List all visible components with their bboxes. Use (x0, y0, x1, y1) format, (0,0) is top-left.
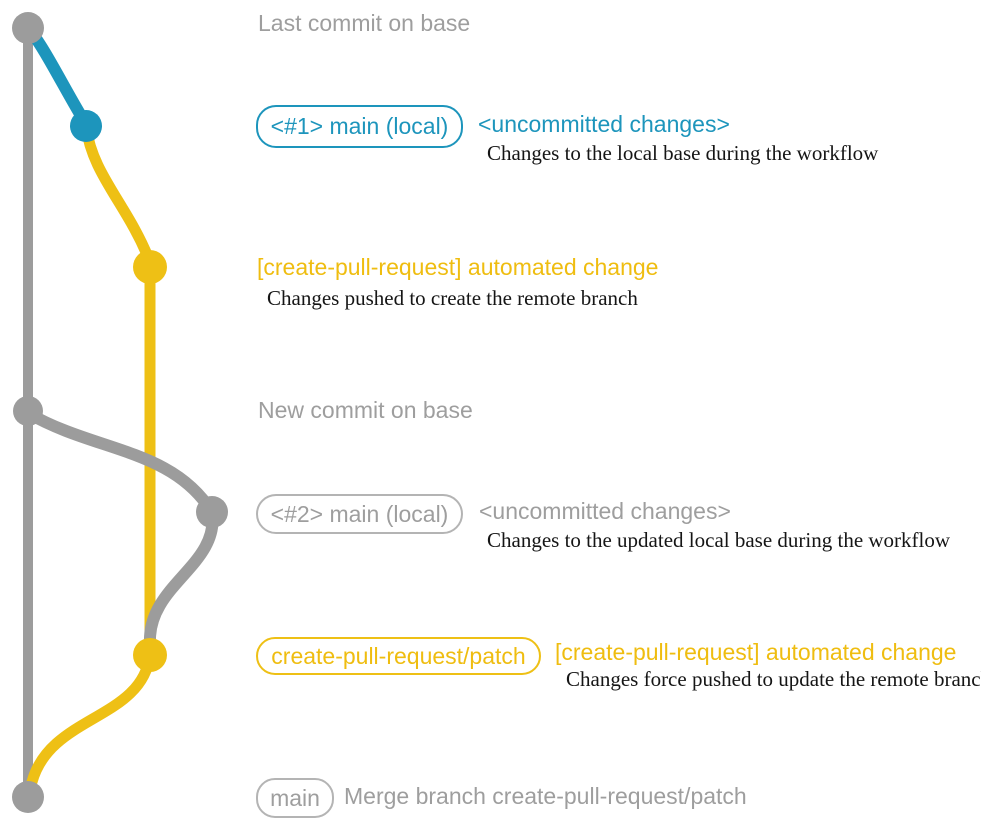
patch-branch-curve-top (80, 120, 156, 268)
commit-dot-last-base (12, 12, 44, 44)
branch-badge-main-local-2: <#2> main (local) (256, 494, 463, 534)
branch-badge-label: <#1> main (local) (270, 113, 449, 139)
branch-badge-patch: create-pull-request/patch (256, 637, 541, 675)
force-pushed-note: Changes force pushed to update the remot… (566, 667, 981, 691)
local-base-note-2: Changes to the updated local base during… (487, 528, 951, 552)
branch-badge-label: main (270, 784, 320, 811)
branch-badge-main-merge: main (256, 778, 334, 818)
branch-badge-label: <#2> main (local) (270, 500, 449, 527)
commit-dot-merge (12, 781, 44, 813)
local-base-note-1: Changes to the local base during the wor… (487, 141, 879, 165)
last-commit-title: Last commit on base (258, 10, 471, 36)
branch-badge-label: create-pull-request/patch (271, 642, 526, 669)
uncommitted-changes-status-1: <uncommitted changes> (478, 111, 730, 137)
merge-branch-label: Merge branch create-pull-request/patch (344, 783, 747, 809)
patch-merge-curve (26, 649, 156, 788)
local-changes-curve (22, 22, 92, 130)
commit-dot-local-1 (70, 110, 102, 142)
commit-dot-new-base (13, 396, 43, 426)
base-update-curve (22, 407, 218, 518)
uncommitted-changes-status-2: <uncommitted changes> (479, 498, 731, 524)
commit-dot-local-2 (196, 496, 228, 528)
new-commit-title: New commit on base (258, 397, 473, 423)
base-rebase-curve (143, 506, 219, 648)
branch-badge-main-local-1: <#1> main (local) (256, 105, 463, 148)
automated-change-label-2: [create-pull-request] automated change (555, 639, 957, 665)
commit-dot-auto-2 (133, 638, 167, 672)
commit-dot-auto-1 (133, 250, 167, 284)
automated-change-label-1: [create-pull-request] automated change (257, 254, 659, 280)
pushed-create-note: Changes pushed to create the remote bran… (267, 286, 638, 310)
